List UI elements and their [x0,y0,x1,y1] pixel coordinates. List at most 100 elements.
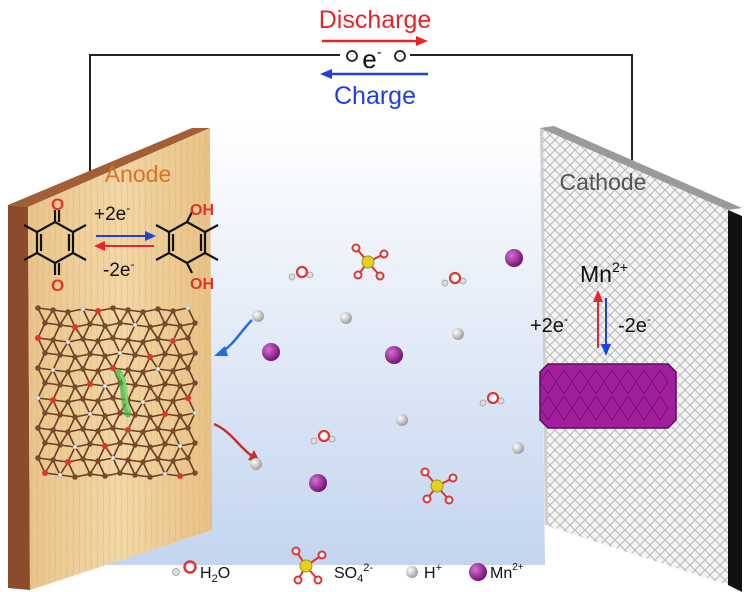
quinone-oxygen-bottom: O [51,276,64,295]
framework-atom [35,305,41,311]
framework-atom [50,427,56,433]
cathode-label: Cathode [560,169,647,195]
framework-atom [65,369,71,375]
charge-indicator: Charge [320,69,428,110]
framework-atom [177,323,183,329]
framework-atom [57,412,63,418]
framework-atom [162,441,168,447]
framework-atom [155,306,161,312]
framework-atom [35,425,41,431]
framework-atom [140,369,146,375]
anode-label: Anode [105,161,172,187]
framework-atom [162,411,168,417]
framework-atom [170,428,176,434]
sulfate-ion-icon [299,559,313,573]
framework-atom [102,413,108,419]
legend-water: H2O [172,560,230,585]
framework-atom [155,366,161,372]
framework-atom [80,456,86,462]
framework-atom [177,383,183,389]
framework-atom [87,441,93,447]
framework-atom [170,308,176,314]
hydroquinone-oh-top: OH [190,202,214,219]
framework-atom [80,426,86,432]
framework-atom [177,353,183,359]
framework-atom [42,380,48,386]
framework-atom [102,383,108,389]
mn-ion [385,346,403,364]
svg-text:SO42-: SO42- [334,562,373,585]
framework-atom [117,440,123,446]
proton [512,442,524,454]
proton [452,328,464,340]
framework-atom [147,384,153,390]
electrolyte-ions [250,243,524,505]
framework-atom [132,322,138,328]
sulfate-ion [420,467,458,505]
framework-atom [155,456,161,462]
quinone-oxygen-top: O [51,195,64,214]
framework-atom [155,336,161,342]
framework-atom [65,309,71,315]
mno2-crystal [539,363,677,429]
svg-text:H2O: H2O [200,565,230,585]
framework-atom [192,410,198,416]
framework-atom [57,442,63,448]
framework-atom [177,413,183,419]
framework-atom [125,337,131,343]
framework-atom [162,381,168,387]
framework-atom [132,412,138,418]
framework-atom [42,470,48,476]
framework-atom [124,426,132,434]
framework-atom [87,381,93,387]
cathode-mn-label: Mn2+ [580,259,628,287]
proton [340,312,352,324]
svg-text:Mn2+: Mn2+ [490,562,524,582]
framework-atom [185,365,191,371]
framework-atom [72,324,78,330]
framework-atom [177,443,183,449]
framework-atom [170,368,176,374]
framework-atom [169,337,177,345]
framework-atom [50,337,56,343]
water-molecule [441,271,467,287]
framework-atom [125,367,131,373]
framework-atom [177,473,183,479]
framework-atom [110,335,116,341]
framework-atom [110,365,116,371]
proton-channel [114,368,132,418]
framework-atom [147,474,153,480]
framework-atom [57,472,63,478]
framework-atom [125,307,131,313]
framework-atom [192,320,198,326]
discharge-label: Discharge [319,6,432,34]
mn-ion [262,343,280,361]
framework-atom [72,384,78,390]
quinone-structure [23,210,87,275]
framework-atom [117,470,123,476]
mn-ion-icon [469,563,487,581]
framework-atom [185,455,191,461]
framework-atom [80,366,86,372]
framework-atom [35,395,41,401]
framework-atom [42,410,48,416]
framework-atom [65,339,71,345]
legend-mn: Mn2+ [469,562,524,582]
organic-framework [35,305,198,480]
framework-atom [95,308,101,314]
framework-atom [102,473,108,479]
framework-atom [125,457,131,463]
framework-atom [140,459,146,465]
framework-atom [117,350,123,356]
framework-atom [95,458,101,464]
framework-atom [42,320,48,326]
framework-atom [140,429,146,435]
framework-atom [72,354,78,360]
framework-atom [35,365,41,371]
framework-atom [102,353,108,359]
framework-atom [140,309,146,315]
water-molecule [479,391,505,407]
framework-atom [95,338,101,344]
